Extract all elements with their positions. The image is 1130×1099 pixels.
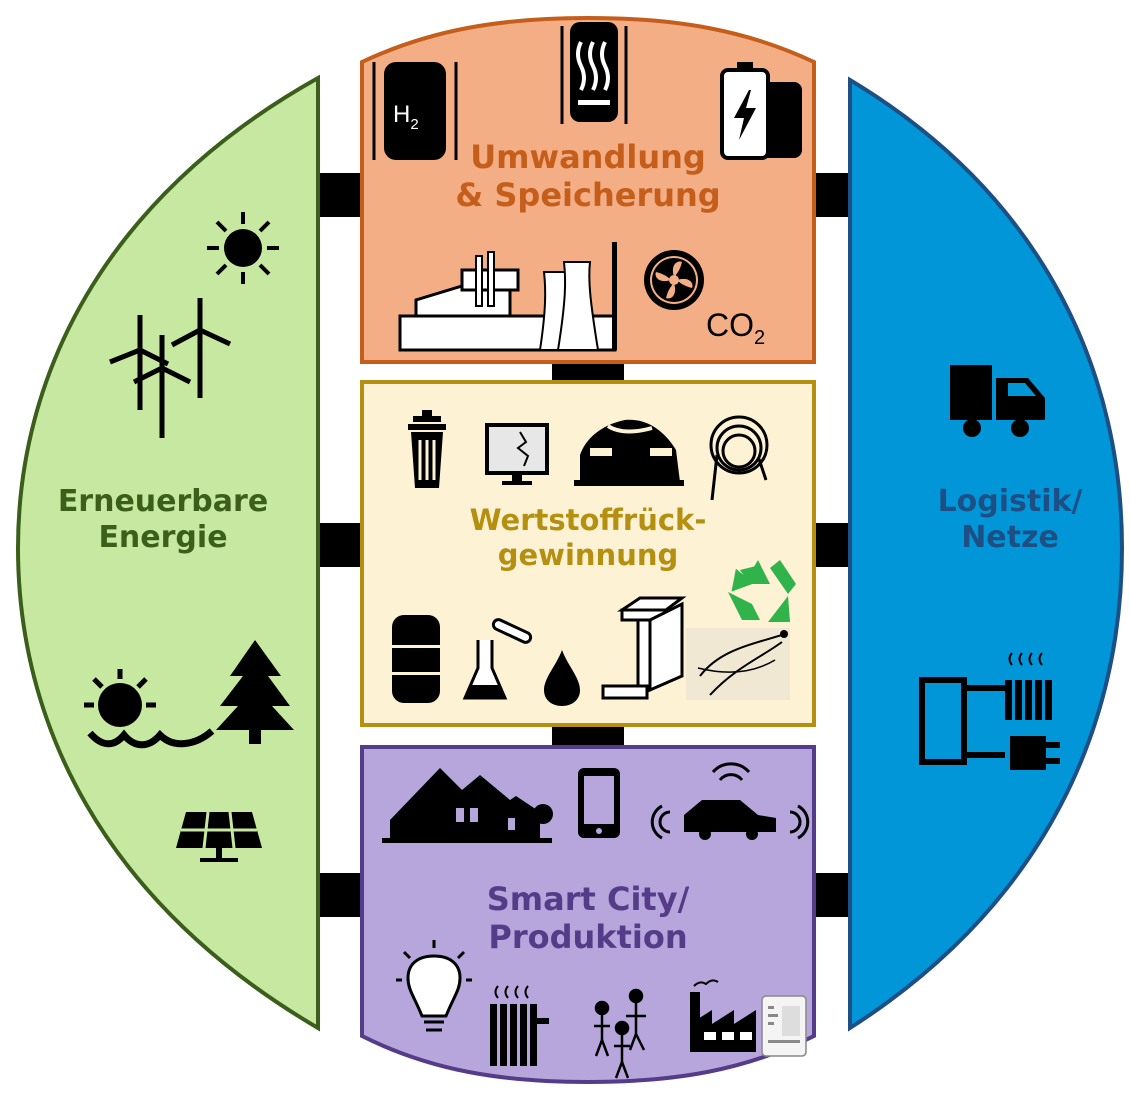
- connector-top-mid: [552, 362, 624, 382]
- section-middle-label: Wertstoffrück- gewinnung: [362, 503, 814, 573]
- section-left-label: Erneuerbare Energie: [18, 484, 308, 556]
- connector-right-bot: [814, 873, 850, 917]
- connected-car-icon: [650, 762, 810, 840]
- light-bulb-icon: [396, 940, 472, 1032]
- people-icon: [594, 988, 646, 1079]
- heat-storage-icon: [560, 22, 628, 124]
- section-top-label: Umwandlung & Speicherung: [362, 138, 814, 215]
- tree-icon: [216, 640, 294, 744]
- h2-label: H2: [393, 101, 419, 133]
- truck-icon: [950, 365, 1045, 437]
- connectors: [318, 173, 850, 917]
- connector-left-mid: [318, 523, 362, 567]
- chemistry-icon: [462, 618, 533, 700]
- trash-can-icon: [408, 410, 446, 488]
- tablet-icon: [761, 995, 807, 1057]
- recycling-icon: [728, 560, 796, 622]
- houses-icon: [382, 768, 553, 843]
- biomass-icon: [686, 628, 790, 700]
- connector-mid-bot: [552, 725, 624, 747]
- section-left-shape: [15, 74, 320, 1032]
- h2-storage-icon: H2: [372, 62, 458, 160]
- connector-left-top: [318, 173, 362, 217]
- section-right-label-line2: Netze: [961, 520, 1059, 555]
- wind-turbines-icon: [109, 298, 232, 438]
- steel-beam-icon: [601, 596, 687, 700]
- connector-left-bot: [318, 873, 362, 917]
- factory-icon: [690, 979, 756, 1052]
- oil-drop-icon: [544, 650, 580, 706]
- solar-panel-icon: [176, 811, 262, 862]
- grid-plug-icon: [919, 652, 1060, 770]
- sun-icon: [207, 212, 279, 284]
- section-right-label: Logistik/ Netze: [900, 484, 1120, 556]
- connector-right-mid: [814, 523, 850, 567]
- radiator-icon: [490, 985, 549, 1066]
- co2-label: CO2: [706, 307, 765, 349]
- section-bottom-label: Smart City/ Produktion: [362, 880, 814, 957]
- section-left-label-line2: Energie: [98, 520, 228, 555]
- fan-icon: [644, 250, 704, 310]
- section-bottom-label-line1: Smart City/: [486, 880, 690, 918]
- battery-storage-icon: [720, 62, 802, 160]
- oil-barrel-icon: [392, 615, 440, 703]
- car-wreck-icon: [574, 419, 684, 486]
- connector-right-top: [814, 173, 850, 217]
- section-middle-label-line2: gewinnung: [497, 537, 679, 572]
- section-middle-label-line1: Wertstoffrück-: [469, 503, 707, 537]
- section-right-shape: [848, 76, 1125, 1032]
- section-top-label-line1: Umwandlung: [470, 138, 706, 176]
- power-plant-icon: [398, 242, 617, 352]
- section-right-label-line1: Logistik/: [937, 484, 1083, 519]
- sun-water-icon: [84, 669, 215, 749]
- cable-coil-icon: [709, 415, 769, 501]
- section-top-label-line2: & Speicherung: [455, 176, 721, 215]
- section-left-label-line1: Erneuerbare: [57, 484, 269, 519]
- section-bottom-label-line2: Produktion: [488, 918, 688, 957]
- smartphone-icon: [578, 768, 620, 838]
- monitor-icon: [485, 423, 549, 485]
